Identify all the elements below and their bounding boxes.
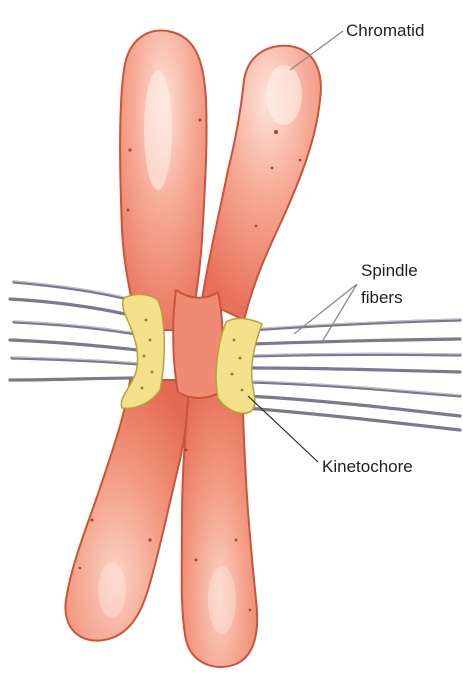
chromatid-label: Chromatid bbox=[346, 21, 424, 40]
kinetochore-leader-line bbox=[248, 396, 318, 462]
spindle-fibers-label-line1: Spindle bbox=[361, 261, 418, 280]
kinetochore-left bbox=[121, 294, 164, 408]
centromere bbox=[173, 290, 223, 398]
kinetochore-label: Kinetochore bbox=[322, 457, 413, 476]
spindle-fibers-label-line2: fibers bbox=[361, 288, 403, 307]
chromatid-upper-right bbox=[202, 46, 321, 320]
spindle-fibers-right bbox=[246, 319, 460, 430]
chromosome bbox=[65, 31, 320, 667]
kinetochore-right bbox=[216, 318, 262, 413]
chromatid-lower-left bbox=[65, 380, 192, 641]
spindle-fibers-leader-lines bbox=[294, 284, 357, 342]
spindle-fibers-left bbox=[10, 281, 138, 380]
